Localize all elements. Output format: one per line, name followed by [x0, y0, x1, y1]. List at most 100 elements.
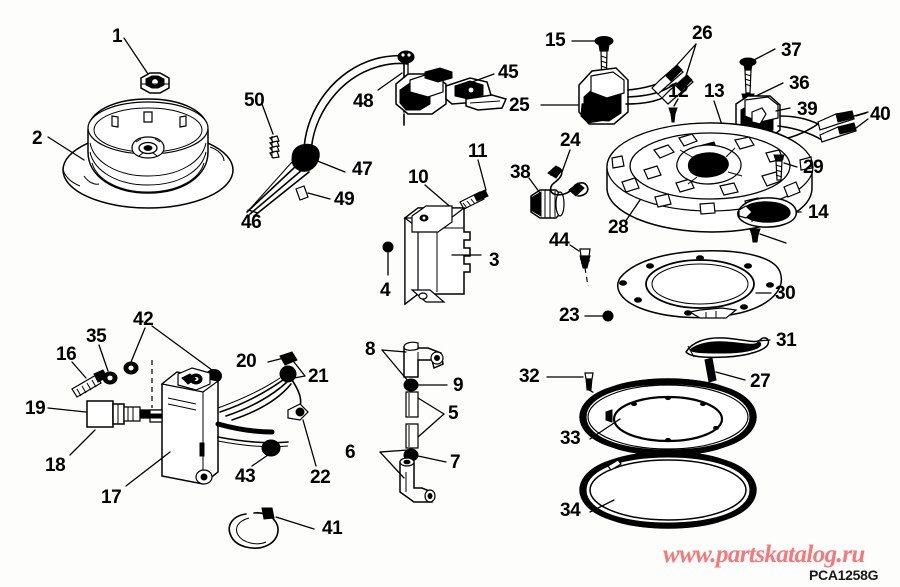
leader-19	[47, 407, 87, 413]
callout-18: 18	[45, 455, 66, 476]
leader-33	[589, 418, 621, 440]
part-charge-coil	[578, 67, 677, 125]
leader-36	[755, 82, 784, 97]
leader-21b	[293, 375, 306, 379]
leader-44	[569, 244, 580, 252]
part-ignition-coil	[149, 367, 220, 485]
leader-26a	[675, 43, 697, 67]
diagram-code: PCA1258G	[809, 567, 879, 583]
callout-11: 11	[468, 141, 488, 162]
leader-29	[783, 162, 798, 168]
part-power-pack	[403, 205, 471, 306]
part-elbow-fitting-lower	[399, 457, 436, 503]
callout-43: 43	[235, 466, 256, 487]
callout-23: 23	[559, 305, 580, 326]
leader-21a	[293, 361, 306, 377]
callout-42: 42	[133, 309, 154, 330]
callout-4: 4	[380, 280, 391, 301]
leader-45	[463, 73, 495, 86]
leader-46	[247, 209, 259, 214]
callout-30: 30	[775, 283, 796, 304]
callout-29: 29	[803, 157, 824, 178]
callout-1: 1	[112, 26, 123, 47]
leader-39	[775, 107, 791, 112]
leader-24	[561, 149, 571, 173]
leader-17	[125, 451, 171, 487]
callout-32: 32	[519, 366, 540, 387]
leader-42a	[130, 327, 146, 363]
part-screw-plate	[602, 310, 614, 322]
callout-10: 10	[408, 167, 429, 188]
part-connector-pair	[651, 64, 694, 105]
leader-28	[624, 199, 641, 223]
callout-12-upper: 12	[668, 81, 689, 102]
leader-43	[251, 454, 269, 467]
part-screw-power-pack	[382, 241, 394, 253]
leader-8a	[381, 349, 407, 353]
part-cover-piece	[737, 197, 797, 228]
callout-9: 9	[453, 375, 464, 396]
leader-38	[528, 177, 541, 194]
part-terminal-upper	[217, 351, 302, 421]
callout-19: 19	[25, 398, 46, 419]
part-hose	[405, 391, 419, 449]
leader-47	[314, 159, 346, 173]
part-terminal-lower	[287, 403, 309, 421]
leader-11	[477, 159, 487, 191]
part-screw-sensor	[773, 154, 785, 181]
part-spark-plug-boot	[86, 400, 125, 428]
part-screw-spark-plug-side	[71, 369, 108, 398]
part-screw-sensor-coil	[739, 57, 757, 94]
callout-26: 26	[692, 23, 713, 44]
leader-41	[275, 516, 315, 530]
leader-31	[756, 339, 771, 342]
part-screw-grommet	[579, 248, 591, 287]
callout-33: 33	[560, 428, 581, 449]
part-screw-upper	[668, 107, 678, 123]
callout-17: 17	[101, 487, 122, 508]
leader-5a	[417, 397, 445, 415]
leader-16	[71, 361, 87, 379]
leader-22	[302, 419, 317, 467]
leader-2	[47, 136, 85, 161]
callout-20: 20	[236, 351, 257, 372]
leader-35	[98, 344, 109, 372]
part-washer	[102, 371, 118, 385]
leader-34	[589, 499, 615, 513]
callout-45: 45	[498, 62, 519, 83]
leader-13	[713, 100, 723, 126]
part-retainer-ring-lower	[579, 451, 757, 529]
callout-13: 13	[704, 81, 725, 102]
part-screw-lower	[749, 228, 761, 243]
callout-7: 7	[450, 452, 461, 473]
leader-50	[261, 103, 274, 135]
part-retainer-clip	[685, 337, 770, 359]
callout-28: 28	[608, 217, 629, 238]
callout-36: 36	[789, 73, 810, 94]
part-cable-clip	[268, 135, 280, 159]
leader-20	[267, 357, 285, 363]
callout-35: 35	[86, 326, 107, 347]
leader-7	[417, 455, 447, 463]
callout-21: 21	[308, 366, 329, 387]
callout-24: 24	[560, 130, 581, 151]
callout-8: 8	[365, 339, 376, 360]
callout-46: 46	[241, 212, 262, 233]
callout-5: 5	[448, 403, 459, 424]
callout-14: 14	[808, 202, 829, 223]
part-screw-long	[459, 189, 489, 210]
callout-31: 31	[776, 330, 797, 351]
callout-41: 41	[322, 518, 343, 539]
part-dowel-pin	[704, 357, 717, 383]
part-clamp-upper	[403, 378, 419, 392]
leader-6a	[379, 449, 409, 453]
leader-12-upper	[673, 98, 679, 107]
leader-27	[715, 371, 746, 381]
callout-27: 27	[750, 371, 771, 392]
callout-2: 2	[32, 128, 43, 149]
part-coil-leads	[215, 421, 289, 448]
callout-25: 25	[509, 95, 530, 116]
leader-48	[377, 72, 403, 91]
